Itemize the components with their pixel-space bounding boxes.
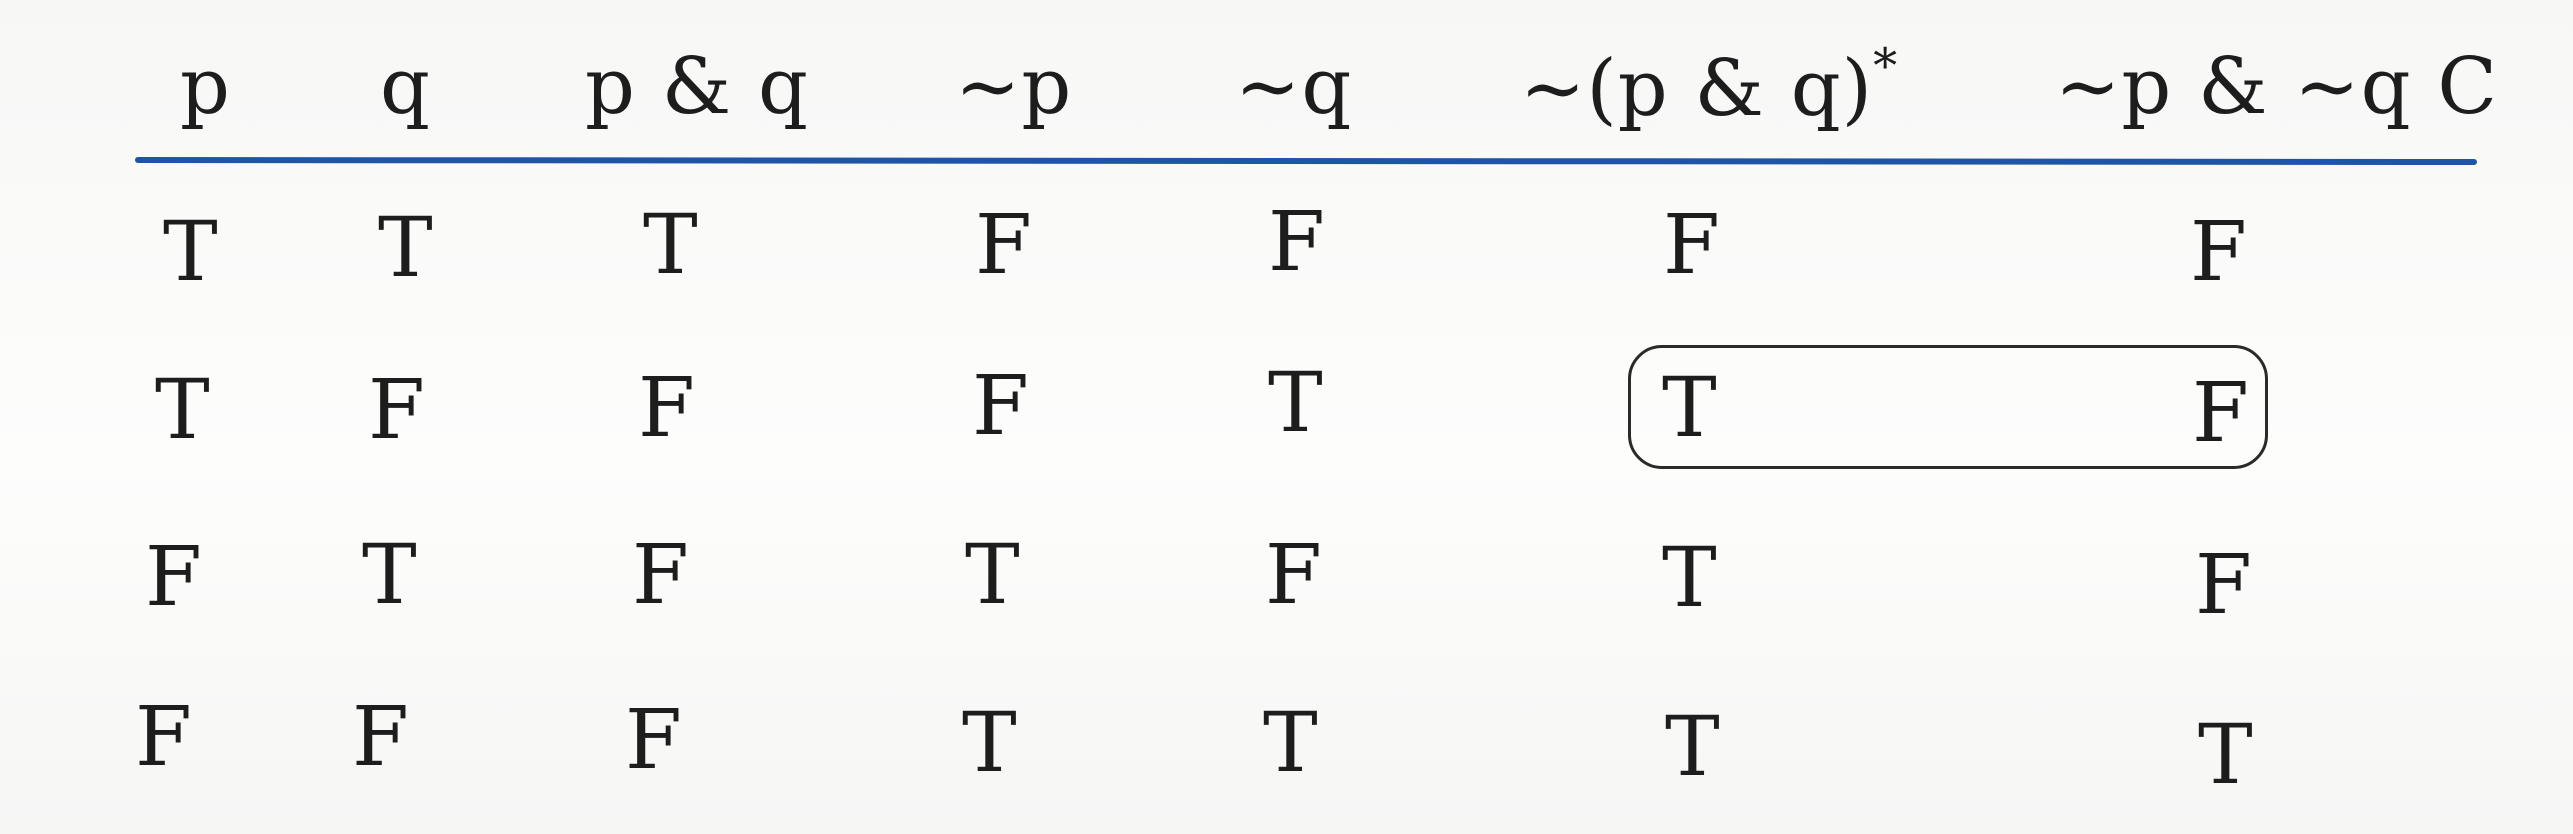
cell-r2-p: T [155,363,210,458]
header-not-p: ~p [955,42,1073,132]
cell-r1-p: T [163,205,218,300]
cell-r2-np: F [972,359,1029,454]
cell-r1-nq: F [1268,195,1325,290]
cell-r4-nq: T [1263,696,1318,791]
header-rule [134,156,2478,166]
cell-r1-pq: T [643,198,698,293]
cell-r2-pq: F [638,361,695,456]
cell-r2-q: F [368,363,425,458]
cell-r1-q: T [378,201,433,296]
cell-r4-np: T [962,696,1017,791]
cell-r3-npnq: F [2195,538,2252,633]
cell-r4-q: F [352,690,409,785]
cell-r2-npnq: F [2192,366,2249,461]
cell-r4-npq: T [1665,700,1720,795]
cell-r3-nq: F [1265,528,1322,623]
cell-r2-npq: T [1662,361,1717,456]
header-asterisk: * [1873,38,1899,94]
header-p: p [180,42,231,132]
header-not-q: ~q [1235,42,1353,132]
cell-r3-pq: F [632,528,689,623]
cell-r2-nq: T [1268,356,1323,451]
highlight-box [1628,345,2268,469]
cell-r1-npnq: F [2190,205,2247,300]
header-q: q [380,42,431,132]
cell-r3-p: F [145,530,202,625]
cell-r1-np: F [975,198,1032,293]
header-not-p-and-not-q: ~p & ~q C [2055,42,2499,132]
header-not-p-and-q-label: ~(p & q) [1520,44,1874,134]
cell-r4-npnq: T [2198,708,2253,803]
cell-r4-p: F [135,690,192,785]
cell-r3-q: T [362,528,417,623]
header-p-and-q: p & q [585,42,809,132]
cell-r1-npq: F [1663,198,1720,293]
cell-r3-npq: T [1662,531,1717,626]
header-not-p-and-q: ~(p & q)* [1520,42,1898,128]
cell-r3-np: T [965,528,1020,623]
cell-r4-pq: F [625,693,682,788]
